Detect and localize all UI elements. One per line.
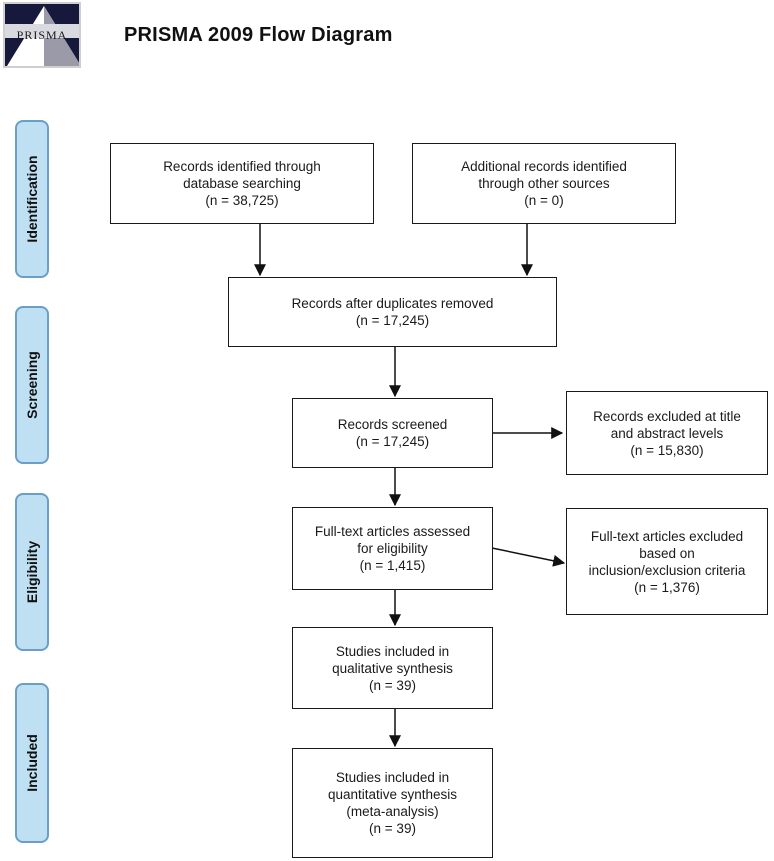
box-line: Records screened (337, 417, 448, 432)
box-line: database searching (183, 176, 301, 191)
box-line: and abstract levels (610, 425, 724, 441)
box-fulltext-assessed: Full-text articles assessed for eligibil… (292, 507, 493, 590)
box-line: Records identified through (163, 159, 321, 174)
box-line: (meta-analysis) (346, 804, 439, 819)
box-count: (n = 39) (369, 677, 416, 693)
logo-triangle-graphic (5, 6, 79, 66)
stage-eligibility: Eligibility (15, 493, 49, 651)
box-count: (n = 1,415) (359, 558, 426, 573)
box-line: inclusion/exclusion criteria (588, 562, 746, 578)
box-line: quantitative synthesis (327, 787, 458, 802)
box-count: (n = 1,376) (634, 579, 700, 595)
box-line: for eligibility (357, 541, 428, 556)
stage-screening: Screening (15, 306, 49, 464)
box-line: Studies included in (335, 643, 450, 659)
logo-text: PRISMA (16, 28, 68, 42)
box-after-duplicates: Records after duplicates removed (n = 17… (228, 277, 557, 347)
box-line: Full-text articles excluded (590, 528, 744, 544)
box-line: Additional records identified (461, 159, 627, 174)
box-qualitative-synthesis: Studies included in qualitative synthesi… (292, 627, 493, 709)
box-line: Records after duplicates removed (291, 296, 494, 311)
box-fulltext-excluded: Full-text articles excluded based on inc… (566, 508, 768, 615)
box-line: through other sources (478, 176, 610, 191)
stage-identification: Identification (15, 120, 49, 278)
box-database-search: Records identified through database sear… (110, 143, 374, 224)
box-quantitative-synthesis: Studies included in quantitative synthes… (292, 748, 493, 858)
box-line: qualitative synthesis (332, 660, 453, 676)
box-count: (n = 17,245) (355, 434, 430, 449)
page-title: PRISMA 2009 Flow Diagram (124, 24, 393, 46)
box-count: (n = 38,725) (205, 193, 279, 208)
box-excluded-title-abstract: Records excluded at title and abstract l… (566, 391, 768, 475)
arrow-fulltext-to-excluded (491, 547, 566, 567)
box-line: Records excluded at title (593, 408, 741, 424)
box-line: Full-text articles assessed (314, 524, 471, 539)
box-records-screened: Records screened (n = 17,245) (292, 398, 493, 468)
stage-included: Included (15, 683, 49, 843)
box-other-sources: Additional records identified through ot… (412, 143, 676, 224)
box-count: (n = 15,830) (630, 442, 704, 458)
prisma-logo: PRISMA (3, 2, 81, 68)
box-line: Studies included in (335, 770, 450, 785)
box-count: (n = 0) (524, 193, 564, 208)
box-count: (n = 39) (369, 821, 416, 836)
box-line: based on (639, 545, 695, 561)
box-count: (n = 17,245) (355, 313, 430, 328)
